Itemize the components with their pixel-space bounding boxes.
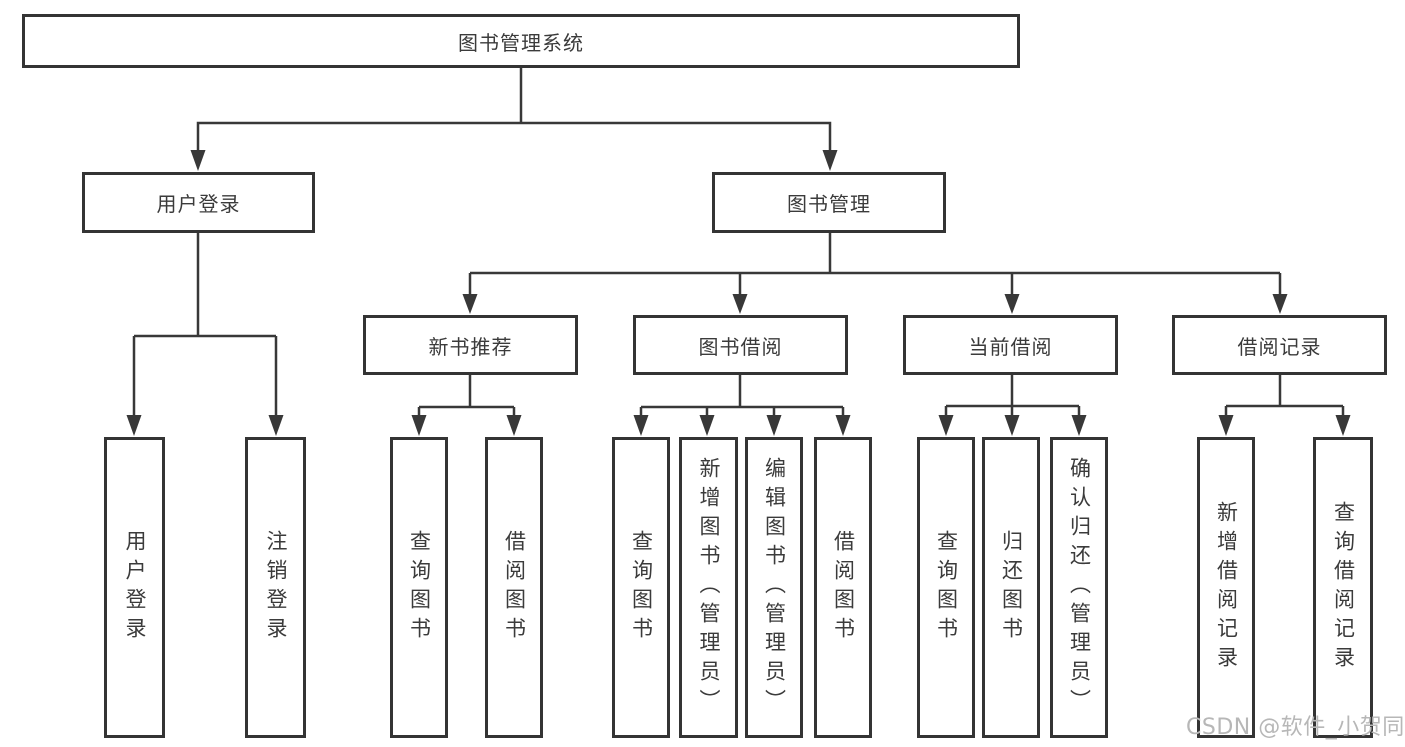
leaf-user-login: 用户登录 [104, 437, 165, 738]
node-book-management: 图书管理 [712, 172, 946, 233]
connector-currentborrow-to-leaves [938, 374, 1087, 436]
leaf-confirm-return-admin: 确认归还（管理员） [1050, 437, 1108, 738]
leaf-add-borrow-record: 新增借阅记录 [1197, 437, 1255, 738]
node-borrowing-records: 借阅记录 [1172, 315, 1387, 375]
leaf-return-books: 归还图书 [982, 437, 1040, 738]
csdn-watermark: CSDN @软件_小贺同学 [1186, 715, 1405, 740]
node-new-book-recommendation: 新书推荐 [363, 315, 578, 375]
leaf-edit-books-admin: 编辑图书（管理员） [745, 437, 803, 738]
leaf-logout: 注销登录 [245, 437, 306, 738]
leaf-borrow-books-2: 借阅图书 [814, 437, 872, 738]
connector-root-to-level2 [190, 68, 838, 171]
node-user-login: 用户登录 [82, 172, 315, 233]
leaf-query-books-3: 查询图书 [917, 437, 975, 738]
connector-userlogin-to-leaves [126, 232, 284, 436]
connector-borrowrecords-to-leaves [1218, 374, 1351, 436]
node-book-borrowing: 图书借阅 [633, 315, 848, 375]
connector-bookmgmt-to-level3 [462, 232, 1288, 314]
connector-newbookrec-to-leaves [411, 374, 522, 436]
connector-bookborrow-to-leaves [633, 374, 851, 436]
node-current-borrowing: 当前借阅 [903, 315, 1118, 375]
leaf-query-books-2: 查询图书 [612, 437, 670, 738]
leaf-query-books-1: 查询图书 [390, 437, 448, 738]
leaf-borrow-books-1: 借阅图书 [485, 437, 543, 738]
node-library-system: 图书管理系统 [22, 14, 1020, 68]
leaf-add-books-admin: 新增图书（管理员） [679, 437, 738, 738]
leaf-query-borrow-record: 查询借阅记录 [1313, 437, 1373, 738]
